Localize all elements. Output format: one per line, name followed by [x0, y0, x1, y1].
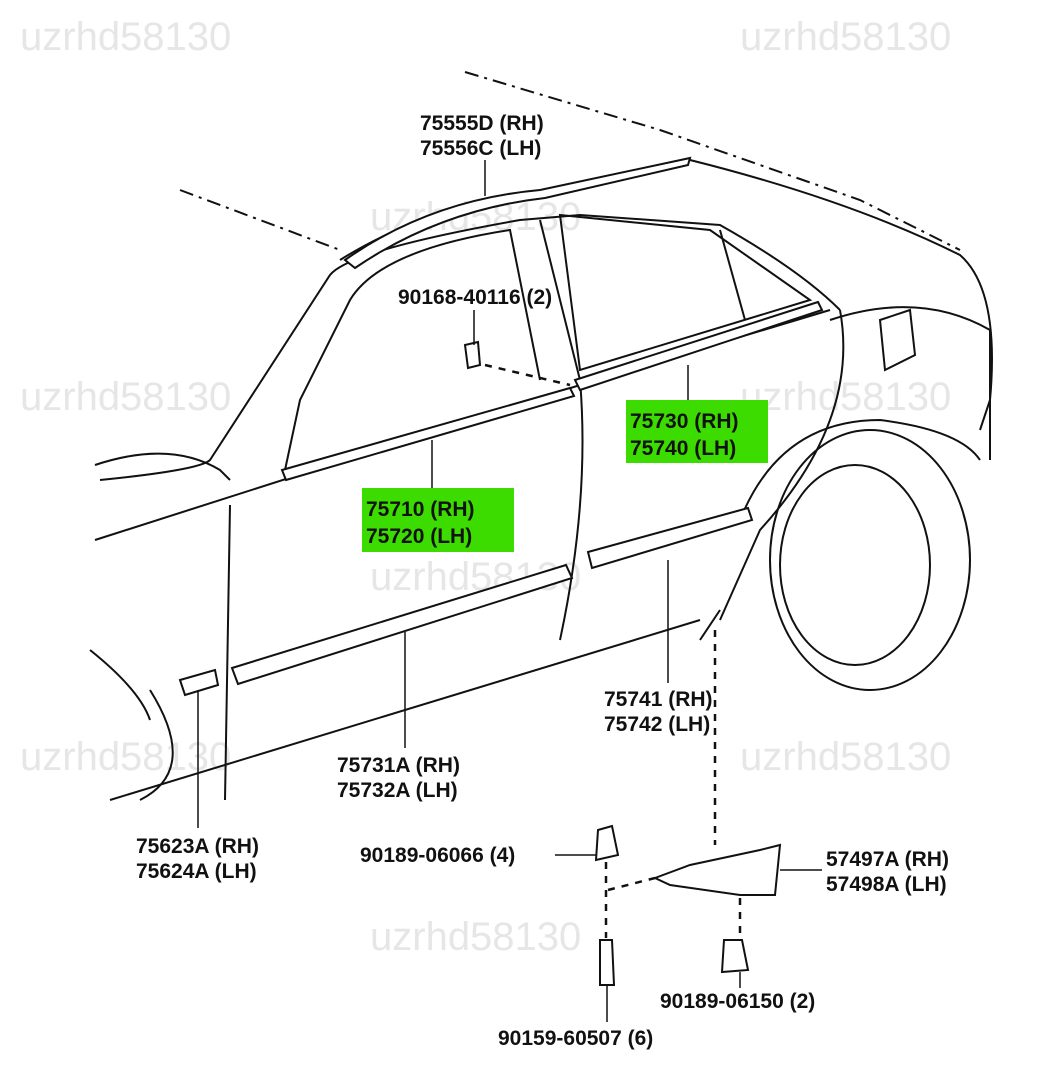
clip-90168 — [463, 340, 482, 370]
highlight-rear-belt — [626, 400, 768, 463]
label-front-belt-rh: 75710 (RH) — [366, 498, 475, 521]
label-screw-90159: 90159-60507 (6) — [498, 1027, 653, 1050]
watermark: uzrhd58130 — [20, 735, 231, 779]
mudguard — [652, 843, 782, 896]
watermark: uzrhd58130 — [740, 375, 951, 419]
label-rear-door-lh: 75742 (LH) — [604, 713, 710, 736]
label-mudguard-rh: 57497A (RH) — [826, 848, 949, 871]
fender-molding — [178, 668, 220, 697]
watermark: uzrhd58130 — [370, 915, 581, 959]
highlight-front-belt — [362, 488, 514, 552]
label-clip-90168: 90168-40116 (2) — [398, 286, 552, 309]
screw-90159 — [599, 939, 616, 986]
label-rear-belt-lh: 75740 (LH) — [630, 437, 736, 460]
label-front-door-lh: 75732A (LH) — [337, 779, 458, 802]
rear-door-molding — [586, 506, 754, 570]
label-fender-rh: 75623A (RH) — [136, 835, 259, 858]
car-body-outline — [89, 71, 993, 801]
watermark: uzrhd58130 — [740, 735, 951, 779]
watermark: uzrhd58130 — [20, 375, 231, 419]
label-mudguard-lh: 57498A (LH) — [826, 873, 947, 896]
label-roof-molding-rh: 75555D (RH) — [420, 112, 544, 135]
label-clip-90189-06066: 90189-06066 (4) — [360, 844, 515, 867]
clip-90189-06150 — [720, 939, 750, 974]
clip-90189-06066 — [594, 824, 620, 862]
part-labels: 75555D (RH) 75556C (LH) 90168-40116 (2) … — [136, 112, 949, 1050]
front-belt-molding — [280, 386, 576, 482]
label-roof-molding-lh: 75556C (LH) — [420, 137, 541, 160]
rear-belt-molding — [573, 300, 824, 392]
watermark: uzrhd58130 — [20, 15, 231, 59]
label-fender-lh: 75624A (LH) — [136, 860, 257, 883]
front-door-molding — [230, 563, 574, 686]
watermark: uzrhd58130 — [740, 15, 951, 59]
leader-lines — [197, 160, 822, 1022]
label-clip-90189-06150: 90189-06150 (2) — [660, 990, 815, 1013]
moldings — [178, 156, 824, 986]
label-rear-door-rh: 75741 (RH) — [604, 688, 713, 711]
label-front-belt-lh: 75720 (LH) — [366, 525, 472, 548]
label-front-door-rh: 75731A (RH) — [337, 754, 460, 777]
label-rear-belt-rh: 75730 (RH) — [630, 410, 739, 433]
roof-molding — [343, 156, 692, 270]
